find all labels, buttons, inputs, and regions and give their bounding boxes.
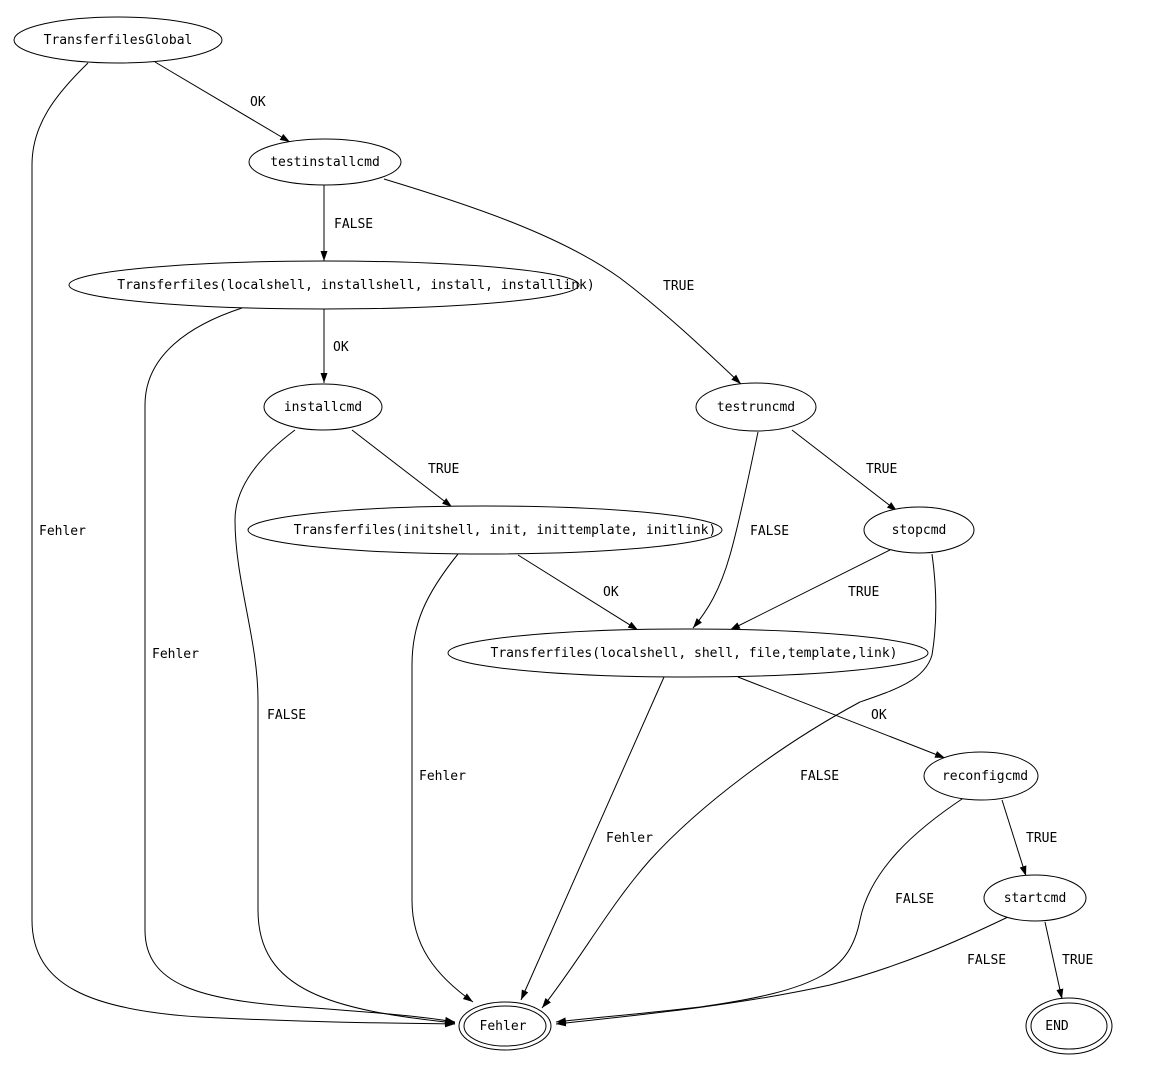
edge-testruncmd-to-transferfiles-main: [692, 431, 759, 629]
edge-transferfiles-init-to-fehler: [411, 553, 474, 1003]
node-label: testinstallcmd: [270, 155, 380, 170]
node-transferfiles-install: Transferfiles(localshell, installshell, …: [68, 260, 595, 310]
edge-label: TRUE: [663, 279, 694, 294]
node-label: Transferfiles(initshell, init, inittempl…: [294, 523, 717, 538]
edge-installcmd-to-fehler: [234, 429, 456, 1026]
node-installcmd: installcmd: [263, 383, 383, 431]
edge-label: TRUE: [1062, 953, 1093, 968]
node-label: installcmd: [284, 400, 362, 415]
edge-label: TRUE: [866, 462, 897, 477]
edge-label: FALSE: [267, 708, 306, 723]
edge-transferfilesglobal-to-fehler: [31, 62, 456, 1028]
edge-label: OK: [603, 585, 619, 600]
node-stopcmd: stopcmd: [863, 506, 975, 554]
edge-label: Fehler: [606, 831, 653, 846]
edge-label: Fehler: [419, 769, 466, 784]
edge-label: FALSE: [800, 769, 839, 784]
node-transferfiles-main: Transferfiles(localshell, shell, file,te…: [447, 628, 929, 678]
node-fehler-final: Fehler: [458, 1001, 552, 1051]
edge-label: FALSE: [895, 892, 934, 907]
edge-label: OK: [871, 708, 887, 723]
edge-transferfiles-main-to-fehler: [520, 676, 665, 1001]
edge-label: OK: [250, 95, 266, 110]
node-testinstallcmd: testinstallcmd: [248, 138, 402, 186]
edge-label: Fehler: [39, 524, 86, 539]
edge-testinstallcmd-to-testruncmd: [383, 178, 742, 385]
edge-label: TRUE: [848, 585, 879, 600]
edge-label: OK: [333, 340, 349, 355]
edge-label: Fehler: [152, 647, 199, 662]
node-end-final: END: [1025, 997, 1113, 1055]
edge-installcmd-to-transferfiles-init: [351, 429, 453, 508]
edge-reconfigcmd-to-fehler: [555, 796, 966, 1025]
edge-stopcmd-to-transferfiles-main: [729, 549, 891, 631]
edges: OK Fehler FALSE TRUE OK Fehler TRUE FALS…: [31, 61, 1093, 1028]
edge-label: TRUE: [1026, 831, 1057, 846]
edge-label: TRUE: [428, 462, 459, 477]
edge-testruncmd-to-stopcmd: [791, 429, 898, 512]
node-label: testruncmd: [717, 400, 795, 415]
node-reconfigcmd: reconfigcmd: [923, 751, 1039, 801]
edge-reconfigcmd-to-startcmd: [1001, 799, 1027, 877]
node-label: stopcmd: [892, 523, 947, 538]
edge-startcmd-to-fehler: [555, 916, 1009, 1027]
edge-label: FALSE: [967, 953, 1006, 968]
node-label: reconfigcmd: [942, 769, 1028, 784]
node-label: startcmd: [1004, 891, 1067, 906]
edge-transferfilesglobal-to-testinstallcmd: [154, 61, 291, 143]
node-transferfilesglobal: TransferfilesGlobal: [13, 16, 223, 64]
node-label: TransferfilesGlobal: [44, 33, 193, 48]
node-label: END: [1045, 1019, 1069, 1034]
node-transferfiles-init: Transferfiles(initshell, init, inittempl…: [247, 505, 723, 555]
edge-label: FALSE: [334, 217, 373, 232]
node-label: Transferfiles(localshell, installshell, …: [117, 278, 594, 293]
edge-stopcmd-to-fehler: [541, 553, 937, 1009]
nodes: TransferfilesGlobal testinstallcmd Trans…: [13, 16, 1113, 1055]
edge-label: FALSE: [750, 524, 789, 539]
node-startcmd: startcmd: [983, 874, 1087, 922]
node-label: Transferfiles(localshell, shell, file,te…: [491, 646, 898, 661]
edge-startcmd-to-end: [1044, 921, 1064, 1000]
node-label: Fehler: [480, 1019, 527, 1034]
edge-transferfiles-main-to-reconfigcmd: [737, 676, 946, 759]
edge-transferfiles-init-to-transferfiles-main: [517, 554, 639, 631]
node-testruncmd: testruncmd: [695, 382, 817, 432]
